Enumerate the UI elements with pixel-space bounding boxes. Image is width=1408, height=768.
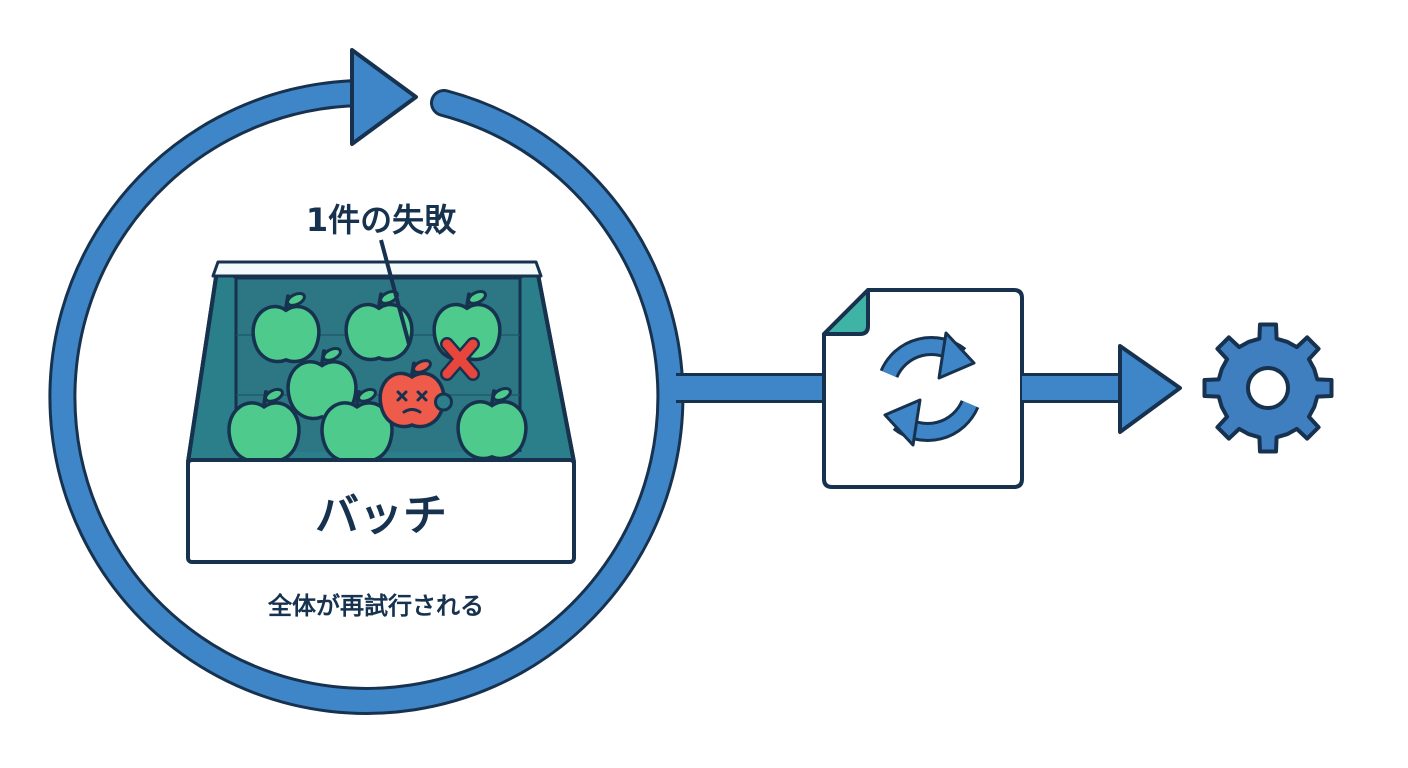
loop-arrowhead-icon [350, 48, 418, 146]
retry-document-icon [822, 288, 1024, 489]
batch-box-front [186, 458, 576, 564]
failure-pointer-line [379, 239, 411, 345]
arrow-to-gear [1022, 344, 1182, 434]
cross-icon [440, 337, 480, 381]
good-apple-icon [251, 292, 321, 364]
good-apple-icon [344, 290, 414, 362]
gear-icon [1202, 322, 1334, 454]
good-apple-icon [320, 387, 394, 464]
apples-group [227, 290, 528, 464]
connector-loop-to-document [676, 373, 826, 403]
retry-loop-arrow [48, 48, 685, 715]
retry-caption: 全体が再試行される [267, 592, 484, 620]
good-apple-icon [227, 387, 301, 464]
batch-label: バッチ [315, 490, 447, 541]
failure-label: 1件の失敗 [306, 201, 457, 239]
arrow-right-icon [1118, 344, 1182, 434]
good-apple-icon [456, 386, 528, 461]
rotten-apple-icon [378, 359, 453, 429]
